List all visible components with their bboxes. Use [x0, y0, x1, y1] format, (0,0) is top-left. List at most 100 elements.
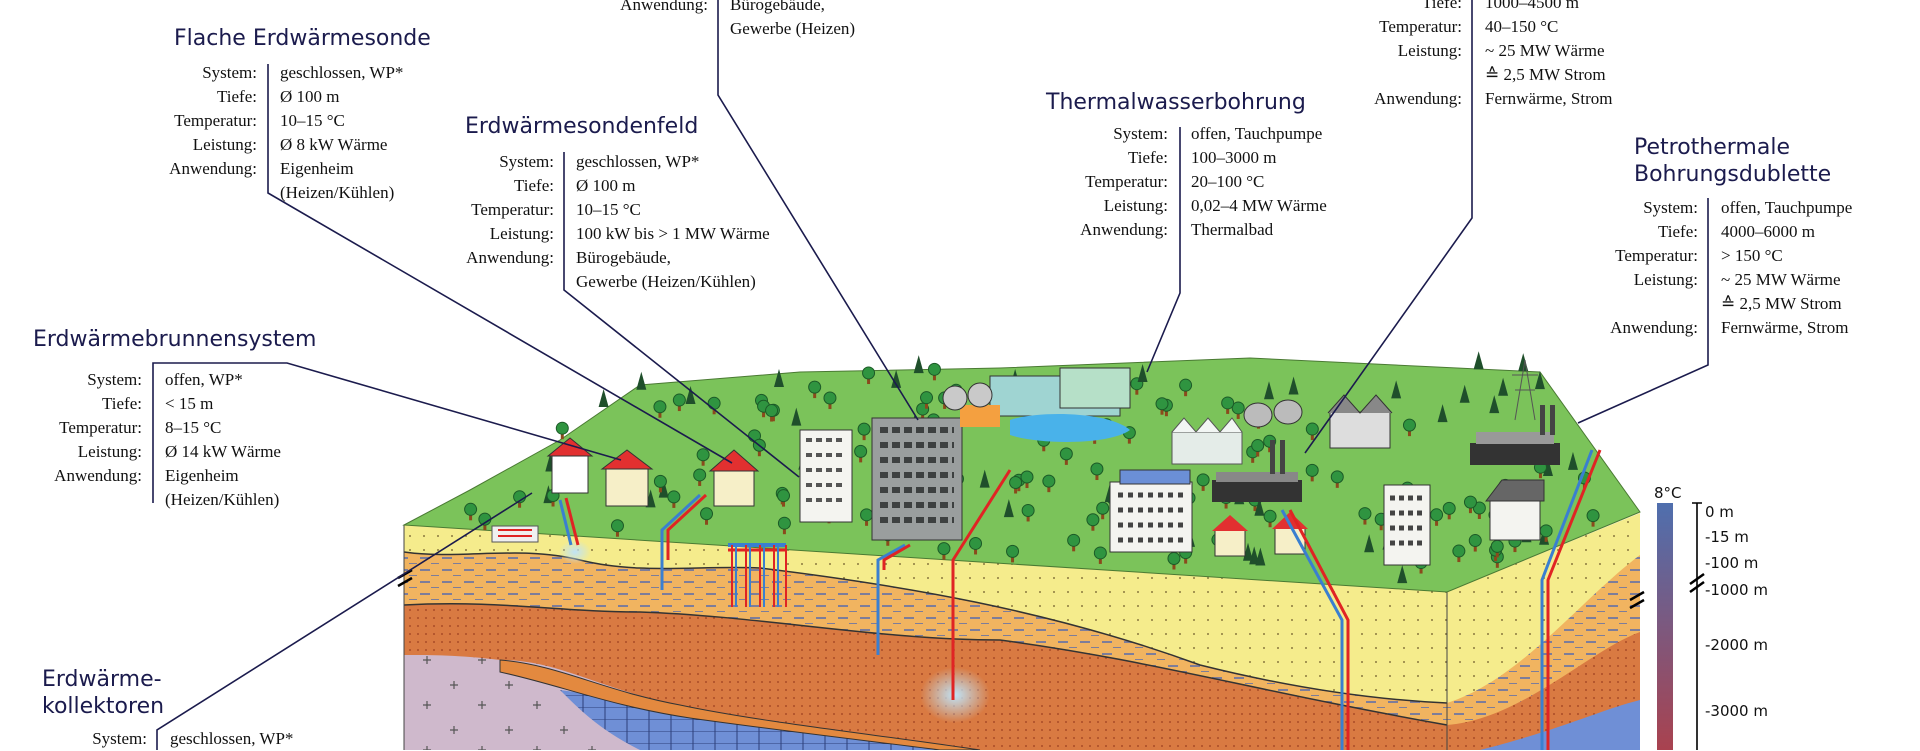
block-title-petro: Petrothermale — [1634, 135, 1790, 160]
info-row: Anwendung:Thermalbad — [1048, 218, 1327, 242]
leader-flache — [267, 64, 733, 464]
block-title-petro: Bohrungsdublette — [1634, 162, 1832, 187]
leader-brunnen — [152, 362, 622, 503]
info-label: System: — [499, 152, 554, 171]
tree-icon — [1090, 462, 1104, 481]
greenhouse-icon — [1171, 417, 1243, 465]
tree-icon — [1221, 396, 1235, 414]
info-row: Anwendung:Fernwärme, Strom — [1578, 316, 1852, 340]
info-row: System:geschlossen, WP* — [434, 150, 770, 174]
tree-icon — [979, 469, 990, 488]
info-label: Anwendung: — [466, 248, 554, 267]
info-label: Temperatur: — [1085, 172, 1168, 191]
info-label: System: — [202, 63, 257, 82]
tree-icon — [1305, 463, 1319, 482]
power-plant-icon — [1470, 405, 1560, 465]
info-value: Fernwärme, Strom — [1485, 89, 1613, 108]
conifer-tree-icon — [1489, 395, 1500, 414]
tree-icon — [1179, 378, 1193, 397]
info-label — [137, 181, 257, 205]
block-title-sondenfeld: Erdwärmesondenfeld — [465, 114, 699, 139]
info-label — [588, 17, 708, 41]
info-row: Anwendung: Fernwärme, Strom — [1342, 87, 1612, 111]
info-label — [434, 270, 554, 294]
info-row: Leistung:0,02–4 MW Wärme — [1048, 194, 1327, 218]
info-value: 4000–6000 m — [1721, 222, 1815, 241]
tree-icon — [1468, 534, 1482, 552]
leader-topright — [1304, 0, 1473, 454]
depth-tick-label: -100 m — [1705, 554, 1759, 572]
block-title-kollektoren: Erdwärme- — [42, 667, 162, 692]
info-label: System: — [1643, 198, 1698, 217]
info-value: Ø 14 kW Wärme — [165, 442, 281, 461]
tree-icon — [672, 393, 686, 412]
info-value: 40–150 °C — [1485, 17, 1559, 36]
conifer-tree-icon — [1437, 404, 1448, 423]
info-value: geschlossen, WP* — [280, 63, 404, 82]
info-value: Fernwärme, Strom — [1721, 318, 1849, 337]
tree-icon — [808, 380, 822, 399]
info-label: Temperatur: — [1379, 17, 1462, 36]
leader-lines — [152, 0, 1709, 750]
tree-icon — [1472, 501, 1486, 519]
info-row: ≙ 2,5 MW Strom — [1342, 63, 1612, 87]
info-value: geschlossen, WP* — [170, 729, 294, 748]
tree-icon — [636, 371, 647, 390]
conifer-tree-icon — [1391, 380, 1402, 399]
apartment-building-icon — [1383, 484, 1431, 566]
info-label: Leistung: — [77, 442, 142, 461]
info-label — [22, 488, 142, 512]
power-pylon-icon — [1512, 359, 1538, 421]
tree-icon — [700, 507, 714, 525]
conifer-tree-icon — [1534, 371, 1545, 390]
info-row: Temperatur:20–100 °C — [1048, 170, 1327, 194]
info-label: Tiefe: — [514, 176, 554, 195]
info-row: System:offen, WP* — [22, 368, 281, 392]
info-label: Anwendung: — [1374, 89, 1462, 108]
info-value: Ø 100 m — [280, 87, 340, 106]
info-value: ≙ 2,5 MW Strom — [1721, 294, 1842, 313]
info-row: Leistung:~ 25 MW Wärme — [1342, 39, 1612, 63]
tree-icon — [857, 422, 871, 441]
tree-icon — [1059, 447, 1073, 465]
house-icon — [1212, 515, 1248, 557]
ground-collector — [491, 525, 539, 543]
tree-icon — [1093, 546, 1107, 564]
tree-icon — [1255, 547, 1266, 566]
leader-petro — [1577, 198, 1709, 424]
info-row: Gewerbe (Heizen) — [588, 17, 855, 41]
tree-icon — [1586, 509, 1600, 527]
tree-icon — [464, 502, 478, 521]
tree-icon — [913, 355, 924, 374]
info-row: Tiefe:Ø 100 m — [137, 85, 403, 109]
info-label — [1342, 63, 1462, 87]
conifer-tree-icon — [1498, 377, 1509, 396]
info-row: Leistung: Ø 14 kW Wärme — [22, 440, 281, 464]
tree-icon — [937, 542, 951, 560]
info-value: Bürogebäude, — [730, 0, 825, 14]
info-value: Gewerbe (Heizen/Kühlen) — [576, 272, 756, 291]
info-value: ~ 25 MW Wärme — [1485, 41, 1605, 60]
block-title-kollektoren: kollektoren — [42, 694, 165, 719]
tree-icon — [1096, 501, 1110, 520]
info-value: (Heizen/Kühlen) — [165, 490, 280, 509]
info-value: offen, WP* — [165, 370, 243, 389]
info-value: Ø 8 kW Wärme — [280, 135, 388, 154]
tree-icon — [555, 421, 569, 440]
info-value: 10–15 °C — [576, 200, 641, 219]
tree-icon — [696, 448, 710, 466]
thermal-water-glow — [920, 667, 990, 723]
info-label: System: — [1113, 124, 1168, 143]
info-label — [1578, 292, 1698, 316]
info-row: Temperatur:> 150 °C — [1578, 244, 1852, 268]
leader-sondenfeld — [563, 152, 800, 478]
info-row: Anwendung:Eigenheim — [137, 157, 403, 181]
info-label: Tiefe: — [102, 394, 142, 413]
tree-icon — [969, 536, 983, 555]
block-title-flache: Flache Erdwärmesonde — [174, 26, 431, 51]
info-value: 8–15 °C — [165, 418, 222, 437]
tree-icon — [1254, 497, 1265, 516]
depth-tick-label: -1000 m — [1705, 581, 1768, 599]
